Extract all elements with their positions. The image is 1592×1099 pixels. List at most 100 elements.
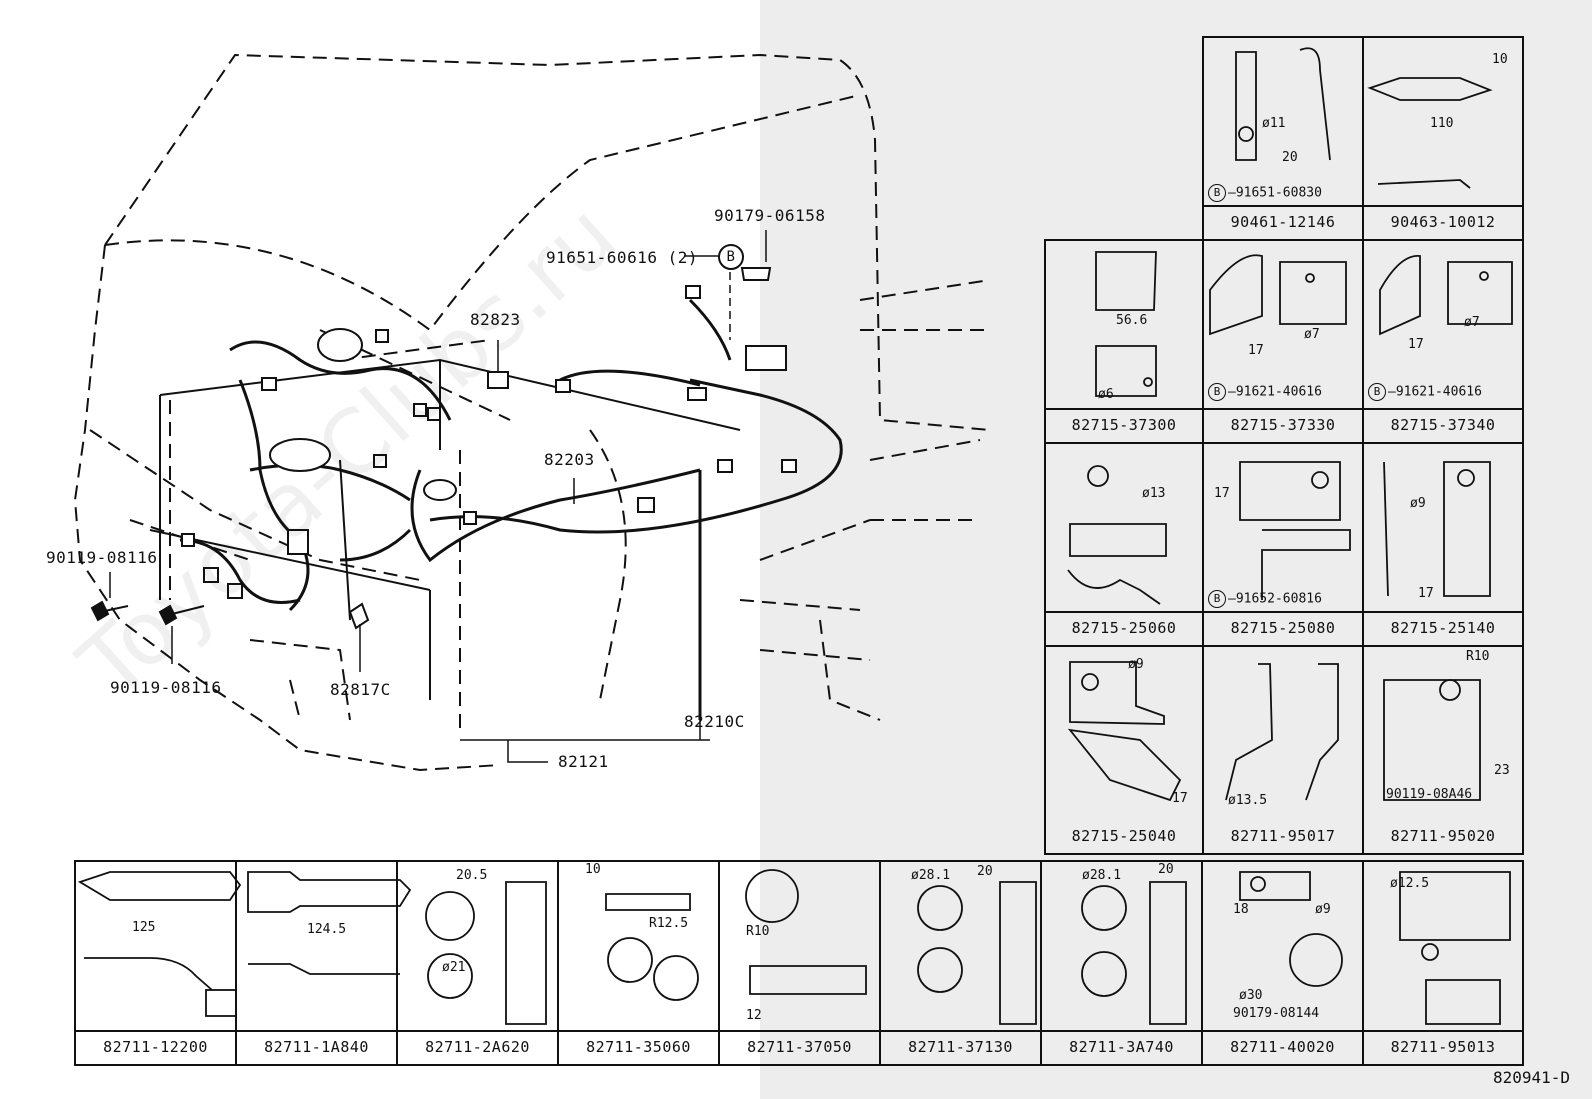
part-cell-82711-2a620: 20.5 ø21 82711-2A620 <box>396 860 559 1066</box>
body-outline <box>73 53 991 772</box>
dim-label: ø7 <box>1304 327 1320 342</box>
dim-label: 110 <box>1430 116 1454 131</box>
part-cell-82711-3a740: ø28.1 20 82711-3A740 <box>1040 860 1203 1066</box>
dim-label: ø21 <box>442 960 466 975</box>
wire-harness <box>179 298 843 720</box>
clamp-82823-label: 82823 <box>470 310 521 329</box>
note-b: B—91652-60816 <box>1208 590 1322 608</box>
part-cell-82711-12200: 125 82711-12200 <box>74 860 237 1066</box>
dim-label: ø28.1 <box>1082 868 1122 883</box>
dim-label: 17 <box>1408 337 1424 352</box>
dim-label: 17 <box>1214 486 1230 501</box>
part-cell-82715-25060: ø13 82715-25060 <box>1044 442 1204 647</box>
nut-label: 90179-06158 <box>714 206 826 225</box>
part-number: 90463-10012 <box>1364 205 1522 237</box>
marker-b-circle: B <box>718 244 744 270</box>
part-number: 82715-37330 <box>1204 408 1362 440</box>
part-number: 82711-1A840 <box>237 1030 396 1062</box>
wire-82203-label: 82203 <box>544 450 595 469</box>
dim-label: 10 <box>585 862 601 877</box>
dim-label: 17 <box>1248 343 1264 358</box>
dim-label: ø6 <box>1098 387 1114 402</box>
note-b: B—91621-40616 <box>1368 383 1482 401</box>
part-cell-82715-37340: 17 ø7 B—91621-40616 82715-37340 <box>1362 239 1524 444</box>
part-number: 82715-25080 <box>1204 611 1362 643</box>
part-number: 82711-3A740 <box>1042 1030 1201 1062</box>
part-number: 82711-95020 <box>1390 827 1496 845</box>
part-cell-82715-25080: 17 B—91652-60816 82715-25080 <box>1202 442 1364 647</box>
note-b: B—91651-60830 <box>1208 184 1322 202</box>
part-number: 82711-35060 <box>559 1030 718 1062</box>
part-cell-82711-95020: R10 23 90119-08A46 82711-95020 <box>1362 645 1524 855</box>
dim-label: 18 <box>1233 902 1249 917</box>
dim-label: ø9 <box>1128 657 1144 672</box>
dim-label: ø7 <box>1464 315 1480 330</box>
figure-code: 820941-D <box>1492 1068 1570 1087</box>
part-number: 90461-12146 <box>1204 205 1362 237</box>
part-number: 82715-37340 <box>1364 408 1522 440</box>
part-number: 82711-95013 <box>1364 1030 1522 1062</box>
dim-label: ø13 <box>1142 486 1166 501</box>
dim-label: ø9 <box>1410 496 1426 511</box>
dim-label: 125 <box>132 920 156 935</box>
dim-label: R10 <box>746 924 770 939</box>
bolt-upper-label: 90119-08116 <box>46 548 158 567</box>
dim-label: ø9 <box>1315 902 1331 917</box>
clip-b-qty-label: 91651-60616 (2) <box>546 248 698 267</box>
part-number: 82715-25140 <box>1364 611 1522 643</box>
dim-label: 20 <box>1282 150 1298 165</box>
shaded-background <box>760 0 1592 1099</box>
dim-label: ø30 <box>1239 988 1263 1003</box>
bolts <box>90 267 772 626</box>
part-cell-82715-25140: ø9 17 82715-25140 <box>1362 442 1524 647</box>
dim-label: 17 <box>1418 586 1434 601</box>
dim-label: 12 <box>746 1008 762 1023</box>
note-label: 90179-08144 <box>1233 1006 1320 1021</box>
clamp-82817c-label: 82817C <box>330 680 391 699</box>
part-number: 82711-37050 <box>720 1030 879 1062</box>
part-cell-82711-35060: 10 R12.5 82711-35060 <box>557 860 720 1066</box>
dim-label: 23 <box>1494 763 1510 778</box>
dim-label: R12.5 <box>649 916 689 931</box>
part-sketches <box>77 47 1513 1025</box>
dim-label: 17 <box>1172 791 1188 806</box>
harness-82121-label: 82121 <box>558 752 609 771</box>
part-number: 82711-95017 <box>1230 827 1336 845</box>
part-cell-82711-37130: ø28.1 20 82711-37130 <box>879 860 1042 1066</box>
part-cell-82715-25040: ø9 17 82715-25040 <box>1044 645 1204 855</box>
dim-label: 20.5 <box>456 868 488 883</box>
dim-label: 124.5 <box>307 922 347 937</box>
part-cell-82711-1a840: 124.5 82711-1A840 <box>235 860 398 1066</box>
dim-label: 10 <box>1492 52 1508 67</box>
connectors <box>181 285 797 630</box>
part-number: 82711-37130 <box>881 1030 1040 1062</box>
dim-label: ø13.5 <box>1228 793 1268 808</box>
part-number: 82711-2A620 <box>398 1030 557 1062</box>
part-cell-82715-37300: 56.6 ø6 82715-37300 <box>1044 239 1204 444</box>
relay-82210c-label: 82210C <box>684 712 745 731</box>
part-number: 82711-40020 <box>1203 1030 1362 1062</box>
dim-label: ø28.1 <box>911 868 951 883</box>
bolt-lower-label: 90119-08116 <box>110 678 222 697</box>
dim-label: ø12.5 <box>1390 876 1430 891</box>
part-cell-90461-12146: ø11 20 B—91651-60830 90461-12146 <box>1202 36 1364 241</box>
dim-label: 20 <box>977 864 993 879</box>
dim-label: R10 <box>1466 649 1490 664</box>
part-number: 82711-12200 <box>76 1030 235 1062</box>
dim-label: 20 <box>1158 862 1174 877</box>
part-cell-82711-37050: R10 12 82711-37050 <box>718 860 881 1066</box>
part-cell-82711-95017: ø13.5 82711-95017 <box>1202 645 1364 855</box>
part-number: 82715-37300 <box>1046 408 1202 440</box>
dim-label: ø11 <box>1262 116 1286 131</box>
part-cell-82711-95013: ø12.5 82711-95013 <box>1362 860 1524 1066</box>
part-number: 82715-25040 <box>1071 827 1177 845</box>
part-cell-82715-37330: 17 ø7 B—91621-40616 82715-37330 <box>1202 239 1364 444</box>
note-b: B—91621-40616 <box>1208 383 1322 401</box>
dim-label: 56.6 <box>1116 313 1148 328</box>
part-cell-82711-40020: 18 ø9 ø30 90179-08144 82711-40020 <box>1201 860 1364 1066</box>
part-cell-90463-10012: 10 110 90463-10012 <box>1362 36 1524 241</box>
note-label: 90119-08A46 <box>1386 787 1473 802</box>
leader-lines <box>109 230 767 763</box>
part-number: 82715-25060 <box>1046 611 1202 643</box>
